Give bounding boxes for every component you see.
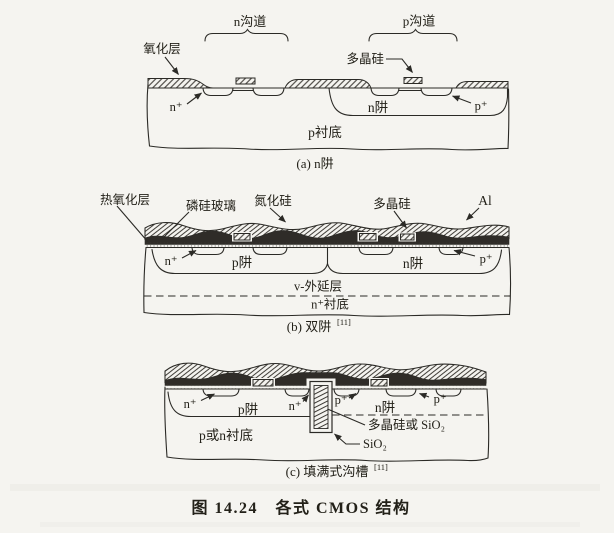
caption-b-ref: [11] (337, 317, 351, 327)
poly-arrow-b (393, 210, 407, 229)
p-plus-diffusion-b4 (438, 246, 464, 256)
p-plus-label-c1: p⁺ (335, 393, 348, 407)
n-plus-diffusion-c1 (202, 388, 240, 397)
n-plus-diffusion-a1 (202, 87, 234, 97)
trench-fill-label: 多晶硅或 SiO₂ (368, 418, 445, 432)
p-channel-brace (368, 28, 458, 42)
n-well-label-b: n阱 (403, 256, 423, 271)
poly-label-a: 多晶硅 (346, 52, 384, 66)
p-well-label-c: p阱 (238, 402, 258, 417)
trench (306, 378, 336, 434)
n-plus-diffusion-b1 (191, 246, 225, 256)
diagram-a: 氧化层 n沟道 p沟道 多晶硅 n⁺ n阱 p⁺ p衬底 (a) n阱 (143, 14, 510, 171)
poly-gate-a-nmos (235, 77, 256, 85)
n-plus-arrow-b (181, 250, 197, 259)
n-plus-label-a: n⁺ (170, 100, 183, 114)
caption-b: (b) 双阱 (287, 319, 331, 334)
diffusion-c4 (385, 388, 417, 397)
p-plus-label-c2: p⁺ (434, 392, 447, 406)
p-well-label-b: p阱 (232, 255, 252, 270)
caption-a: (a) n阱 (296, 156, 333, 171)
p-plus-label-a: p⁺ (475, 99, 488, 113)
epi-layer-label: v-外延层 (294, 280, 342, 294)
poly-gate-b3 (400, 233, 415, 241)
substrate-outline-c (164, 386, 490, 462)
trench-liner-label: SiO₂ (363, 437, 387, 451)
n-well-label-a: n阱 (368, 100, 388, 115)
n-well-boundary-b (326, 249, 503, 275)
p-plus-arrow-b (453, 249, 476, 257)
nitride-arrow (269, 207, 286, 223)
substrate-outline-b (143, 246, 512, 317)
p-plus-arrow-a (452, 95, 472, 104)
scan-noise-2 (40, 522, 580, 527)
p-plus-label-b: p⁺ (480, 252, 493, 266)
poly-gate-c2 (370, 379, 388, 387)
thermal-oxide-leader (116, 205, 149, 243)
p-well-boundary-b (151, 247, 329, 275)
poly-gate-b2 (359, 233, 377, 241)
diffusion-b2 (252, 246, 288, 256)
poly-gate-a-pmos (403, 77, 423, 84)
trench-fill-region (313, 385, 329, 429)
n-channel-label: n沟道 (234, 14, 267, 29)
thermal-oxide-label: 热氧化层 (100, 193, 150, 207)
substrate-outline-a (146, 83, 510, 151)
p-plus-diffusion-c1 (333, 388, 360, 397)
n-channel-brace (204, 28, 289, 42)
n-plus-arrow-c1 (200, 393, 215, 401)
oxide-label-arrow (164, 56, 179, 75)
p-plus-diffusion-a2 (420, 87, 453, 97)
oxide-label-a: 氧化层 (143, 42, 181, 56)
trench-liner-arrow (334, 433, 360, 445)
caption-c: (c) 填满式沟槽 (286, 464, 369, 479)
n-plus-label-b: n⁺ (165, 254, 178, 268)
n-plus-label-c1: n⁺ (184, 397, 197, 411)
field-oxide-middle (284, 79, 372, 89)
p-plus-arrow-c2 (419, 392, 430, 399)
substrate-label-c: p或n衬底 (199, 428, 253, 443)
figure-caption: 图 14.24 各式 CMOS 结构 (191, 498, 410, 517)
psg-label: 磷硅玻璃 (186, 198, 236, 213)
poly-label-arrow-a (386, 58, 413, 73)
poly-gate-b1 (233, 233, 251, 241)
poly-gates-b (232, 232, 416, 242)
field-oxide-right (455, 81, 509, 89)
p-well-boundary-c (167, 391, 311, 418)
p-plus-arrow-c1 (348, 393, 357, 400)
diagram-b: 热氧化层 磷硅玻璃 氮化硅 多晶硅 Al n⁺ p阱 n阱 p⁺ v-外延层 n… (100, 193, 512, 334)
n-plus-diffusion-a2 (252, 87, 285, 97)
psg-leader (162, 211, 190, 239)
al-label: Al (478, 193, 492, 208)
p-plus-diffusion-c5 (435, 388, 462, 397)
trench-fill-leader (327, 408, 366, 426)
poly-label-b: 多晶硅 (373, 197, 411, 211)
poly-gate-c1 (252, 379, 274, 387)
n-substrate-label: n⁺衬底 (311, 297, 349, 312)
al-arrow (466, 207, 480, 221)
n-plus-label-c2: n⁺ (289, 399, 302, 413)
n-plus-arrow-a (186, 92, 202, 105)
diffusion-b3 (358, 246, 394, 256)
n-well-boundary-a (328, 87, 509, 117)
nitride-label: 氮化硅 (254, 193, 292, 208)
n-well-label-c: n阱 (375, 400, 395, 415)
scan-noise (10, 484, 600, 491)
caption-c-ref: [11] (374, 462, 388, 472)
n-plus-diffusion-c2 (284, 388, 310, 397)
nitride-strip-b (145, 242, 509, 248)
n-plus-arrow-c2 (301, 394, 309, 403)
poly-gates-c (251, 378, 389, 388)
p-substrate-label-a: p衬底 (308, 125, 342, 140)
field-oxide-left (147, 78, 214, 89)
diagram-c: n⁺ p阱 n⁺ p⁺ n阱 p⁺ p或n衬底 多晶硅或 SiO₂ SiO₂ (… (164, 362, 490, 479)
p-plus-diffusion-a1 (370, 87, 400, 97)
p-channel-label: p沟道 (403, 14, 436, 29)
